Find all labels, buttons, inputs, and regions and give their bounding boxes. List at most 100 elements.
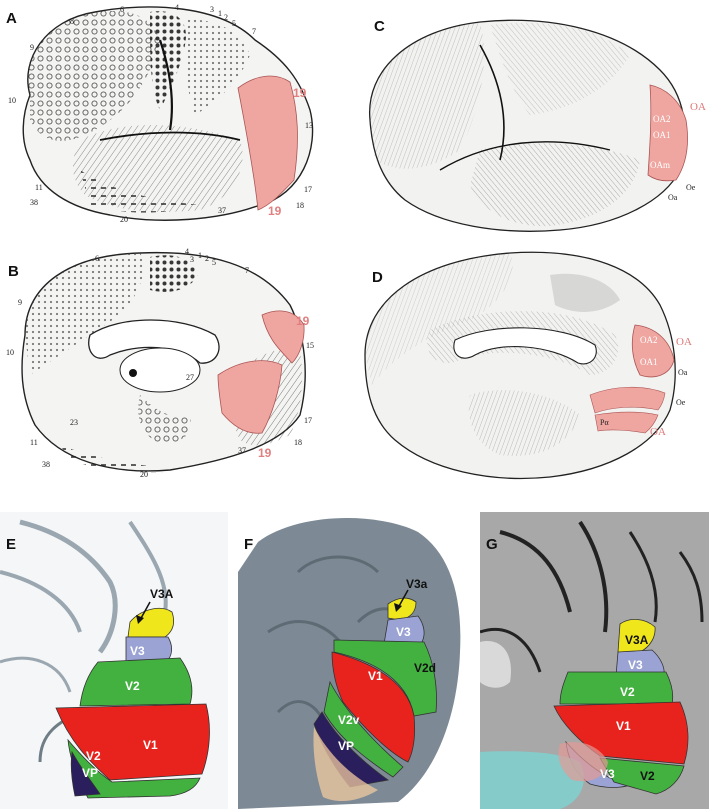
- svg-text:3: 3: [210, 5, 214, 14]
- region-v1-g: [553, 701, 689, 765]
- area-19-label-top: 19: [293, 86, 307, 100]
- region-v2v-f: [323, 680, 404, 778]
- panel-label-f: F: [244, 536, 254, 553]
- area-19-highlight: [237, 75, 298, 211]
- region-vp: [70, 750, 101, 797]
- svg-text:37: 37: [238, 446, 246, 455]
- svg-text:5: 5: [212, 258, 216, 267]
- region-v2-g: [559, 671, 674, 705]
- panel-e: V3A V3 V2 V1 V2 VP E: [0, 512, 228, 809]
- region-v1-f: [331, 651, 416, 763]
- oa-label-d-top: OA: [676, 336, 692, 348]
- panel-label-g: G: [486, 536, 498, 553]
- svg-text:OA2: OA2: [653, 114, 671, 124]
- label-v2d-f: V2d: [414, 661, 436, 675]
- svg-text:11: 11: [30, 438, 38, 447]
- label-v3a-f: V3a: [406, 577, 428, 591]
- svg-text:8: 8: [70, 17, 74, 26]
- svg-text:Oe: Oe: [686, 183, 696, 192]
- label-v3a-e: V3A: [150, 587, 174, 601]
- svg-text:OA2: OA2: [640, 335, 658, 345]
- region-v1: [55, 703, 210, 781]
- label-v1-g: V1: [616, 719, 631, 733]
- svg-text:20: 20: [120, 215, 128, 224]
- label-v2-g: V2: [620, 685, 635, 699]
- svg-text:6: 6: [95, 254, 99, 263]
- svg-text:Oa: Oa: [668, 193, 678, 202]
- svg-text:38: 38: [30, 198, 38, 207]
- panel-g: V3A V3 V2 V1 V3 V2 G: [480, 512, 709, 809]
- label-vp-e: VP: [82, 766, 98, 780]
- area-19-label-bottom: 19: [268, 204, 282, 218]
- svg-text:17: 17: [304, 185, 312, 194]
- panel-f: V3a V3 V2d V1 V2v VP F: [238, 512, 470, 809]
- label-v3-g: V3: [628, 658, 643, 672]
- panel-label-b: B: [8, 263, 19, 280]
- svg-text:15: 15: [306, 341, 314, 350]
- label-v2-lower-g: V2: [640, 769, 655, 783]
- area-19-label-top-b: 19: [296, 314, 310, 328]
- svg-text:1: 1: [198, 251, 202, 260]
- svg-text:13: 13: [305, 121, 313, 130]
- label-v2-e: V2: [125, 679, 140, 693]
- svg-text:Pα: Pα: [600, 418, 609, 427]
- occipital-oa-highlight: [647, 84, 688, 182]
- svg-text:2: 2: [224, 13, 228, 22]
- region-v3a: [127, 608, 174, 638]
- panel-c: OA OA2 OA1 OAm Oe Oa C: [350, 0, 709, 235]
- svg-text:10: 10: [8, 96, 16, 105]
- label-v3a-g: V3A: [625, 633, 649, 647]
- label-vp-f: VP: [338, 739, 354, 753]
- area-19-label-bottom-b: 19: [258, 446, 272, 460]
- svg-text:27: 27: [186, 373, 194, 382]
- label-v3-lower-g: V3: [600, 767, 615, 781]
- label-v2-lower-e: V2: [86, 749, 101, 763]
- label-v3-e: V3: [130, 644, 145, 658]
- corpus-callosum: [88, 319, 220, 364]
- svg-text:17: 17: [304, 416, 312, 425]
- oa-label-c: OA: [690, 101, 706, 113]
- svg-text:6: 6: [120, 5, 124, 14]
- panel-a: 19 19 6 8 4 3 1 2 5 7 9 10 11 38 20 37 1…: [0, 0, 340, 225]
- svg-text:OAm: OAm: [650, 160, 670, 170]
- cuneus-highlight: [261, 310, 305, 364]
- svg-text:3: 3: [190, 255, 194, 264]
- svg-text:37: 37: [218, 206, 226, 215]
- panel-label-e: E: [6, 536, 17, 553]
- svg-text:OA1: OA1: [640, 357, 658, 367]
- corpus-callosum-d: [453, 327, 597, 365]
- label-v1-e: V1: [143, 738, 158, 752]
- label-v3-f: V3: [396, 625, 411, 639]
- panel-d: OA OA2 OA1 OA Oa Oe Pα D: [350, 245, 709, 490]
- svg-text:4: 4: [185, 247, 189, 256]
- label-v2v-f: V2v: [338, 713, 360, 727]
- panel-label-a: A: [6, 10, 17, 27]
- svg-text:18: 18: [296, 201, 304, 210]
- svg-text:OA1: OA1: [653, 130, 671, 140]
- label-v1-f: V1: [368, 669, 383, 683]
- svg-text:2: 2: [205, 254, 209, 263]
- svg-text:Oe: Oe: [676, 398, 686, 407]
- panel-b: 19 19 6 4 3 1 2 5 7 9 10 11 38 20 37 18 …: [0, 245, 340, 480]
- panel-label-c: C: [374, 18, 385, 35]
- svg-text:Oa: Oa: [678, 368, 688, 377]
- svg-text:4: 4: [175, 3, 179, 12]
- svg-text:20: 20: [140, 470, 148, 479]
- lingual-oa-band: [589, 386, 666, 414]
- region-v2-upper: [79, 657, 193, 707]
- svg-text:5: 5: [232, 19, 236, 28]
- svg-text:9: 9: [30, 43, 34, 52]
- svg-text:11: 11: [35, 183, 43, 192]
- svg-text:18: 18: [294, 438, 302, 447]
- lingual-highlight: [217, 360, 283, 434]
- svg-text:10: 10: [6, 348, 14, 357]
- svg-text:38: 38: [42, 460, 50, 469]
- svg-text:1: 1: [218, 9, 222, 18]
- panel-label-d: D: [372, 269, 383, 286]
- svg-text:7: 7: [252, 27, 256, 36]
- svg-text:23: 23: [70, 418, 78, 427]
- cuneus-oa-highlight: [631, 324, 675, 378]
- region-v2-lower-g: [599, 757, 685, 795]
- svg-text:9: 9: [18, 298, 22, 307]
- oa-label-d-bottom: OA: [650, 426, 666, 438]
